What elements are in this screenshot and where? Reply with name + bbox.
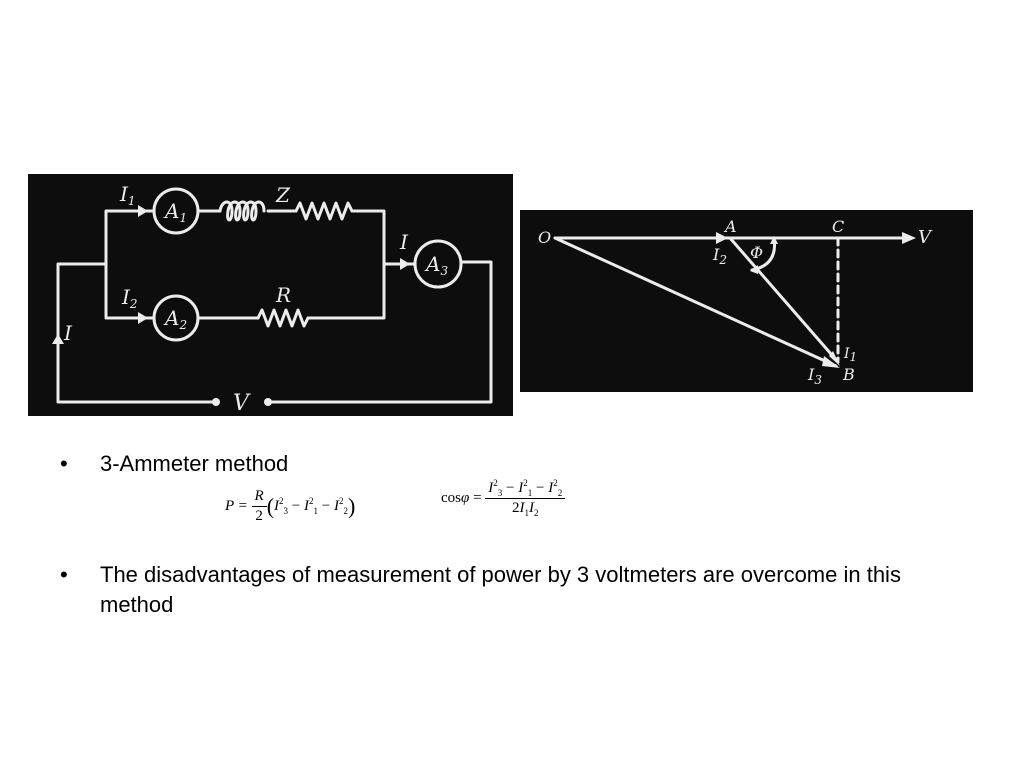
three-ammeter-circuit-diagram: I1 A1 Z I A3 I2 A2 R I V [28, 174, 513, 416]
eq-cos-minus2: − [532, 480, 549, 496]
label-a3: A3 [424, 252, 448, 278]
arrow-i-left [52, 334, 64, 344]
eq-cos-n2-sub: 1 [527, 488, 533, 498]
eq-p-fraction: R 2 [251, 488, 267, 525]
arrow-i2 [716, 232, 728, 244]
z-resistor-zigzag [294, 201, 354, 221]
eq-cos-n2: I [518, 480, 524, 496]
label-a2: A2 [163, 306, 187, 332]
eq-p-close-paren: ) [347, 493, 356, 519]
phasor-i1 [728, 236, 840, 364]
arrow-i2 [138, 312, 148, 324]
label-c: C [832, 217, 844, 236]
power-equation: P = R 2 (I23 − I21 − I22) [225, 488, 355, 525]
eq-cos-d1-sub: 1 [524, 508, 530, 518]
eq-cos-n1: I [488, 480, 494, 496]
a3-return-wire [268, 260, 493, 404]
label-v: V [918, 227, 933, 248]
circuit-svg: I1 A1 Z I A3 I2 A2 R I V [52, 182, 493, 416]
eq-p-t2: I [303, 497, 309, 514]
eq-cos-lhs: cos [441, 489, 461, 506]
inductor-coil [218, 200, 266, 222]
arrow-i1 [138, 205, 148, 217]
eq-p-num: R [251, 488, 267, 507]
phasor-diagram: O A C V I2 Φ I1 I3 B [520, 210, 973, 392]
arrow-phi-top [770, 236, 778, 244]
left-supply-wire [56, 262, 216, 404]
label-r: R [275, 283, 291, 307]
top-branch-wire-right [350, 209, 386, 266]
arrow-i1 [829, 351, 840, 366]
label-i2: I2 [121, 285, 138, 311]
label-o: O [538, 228, 551, 247]
arrow-i [400, 258, 410, 270]
eq-cos-minus1: − [502, 480, 519, 496]
eq-cos-n3-sub: 2 [557, 488, 563, 498]
label-i-mid: I [399, 230, 409, 254]
eq-cos-n1-sub: 3 [497, 488, 503, 498]
eq-cos-fraction: I23 − I21 − I22 2I1I2 [485, 478, 566, 518]
eq-p-t2-sup: 2 [308, 495, 314, 506]
eq-p-t1: I [274, 497, 280, 514]
arrow-i3 [822, 356, 840, 368]
phasor-i3 [553, 236, 838, 368]
label-a: A [723, 217, 737, 236]
eq-cos-n3-sup: 2 [553, 478, 558, 488]
phasor-svg: O A C V I2 Φ I1 I3 B [538, 217, 933, 387]
arrow-phi-bottom [750, 265, 758, 274]
eq-cos-d1: I [519, 500, 525, 516]
eq-p-lhs: P = [225, 497, 248, 514]
eq-cos-n3: I [548, 480, 554, 496]
top-branch-wire-left [104, 209, 154, 266]
eq-p-t3-sub: 2 [343, 505, 348, 516]
eq-cos-n2-sup: 2 [523, 478, 528, 488]
label-i3: I3 [807, 365, 822, 387]
eq-p-t1-sub: 3 [283, 505, 289, 516]
eq-cos-phi: φ [461, 489, 470, 506]
eq-cos-d2: I [529, 500, 534, 516]
label-a1: A1 [163, 199, 187, 225]
label-v: V [233, 391, 251, 416]
terminal-left [212, 398, 220, 406]
terminal-right [264, 398, 272, 406]
bullet-text: The disadvantages of measurement of powe… [100, 562, 901, 617]
r-resistor-zigzag [256, 308, 310, 328]
eq-p-t3: I [333, 497, 339, 514]
eq-cos-numerator: I23 − I21 − I22 [485, 478, 566, 499]
eq-p-t2-sub: 1 [313, 505, 318, 516]
cosphi-equation: cosφ = I23 − I21 − I22 2I1I2 [441, 478, 566, 518]
ammeter-a3-circle [413, 239, 463, 289]
bottom-branch-wire-left [104, 262, 154, 320]
eq-p-open-paren: ( [266, 493, 275, 519]
arrow-v [902, 232, 916, 244]
label-phi: Φ [750, 243, 763, 262]
bullet-text: 3-Ammeter method [100, 451, 289, 476]
eq-p-t1-sup: 2 [279, 495, 284, 506]
label-i1: I1 [119, 182, 136, 208]
eq-p-den: 2 [255, 508, 263, 524]
eq-cos-denominator: 2I1I2 [485, 499, 565, 518]
eq-cos-equals: = [469, 489, 482, 506]
bullet-marker: • [60, 451, 68, 476]
eq-p-minus2: − [317, 497, 334, 514]
eq-p-minus1: − [288, 497, 304, 514]
label-i2: I2 [712, 245, 727, 267]
label-i-left: I [63, 321, 73, 345]
bottom-branch-wire-right [306, 262, 386, 320]
label-z: Z [275, 183, 291, 207]
label-b: B [842, 365, 855, 384]
eq-p-t3-sup: 2 [338, 495, 344, 506]
eq-cos-d-coef: 2 [512, 500, 520, 516]
label-i1: I1 [843, 346, 857, 364]
eq-cos-d2-sub: 2 [534, 508, 539, 518]
eq-cos-n1-sup: 2 [493, 478, 498, 488]
bullet-marker: • [60, 562, 68, 587]
